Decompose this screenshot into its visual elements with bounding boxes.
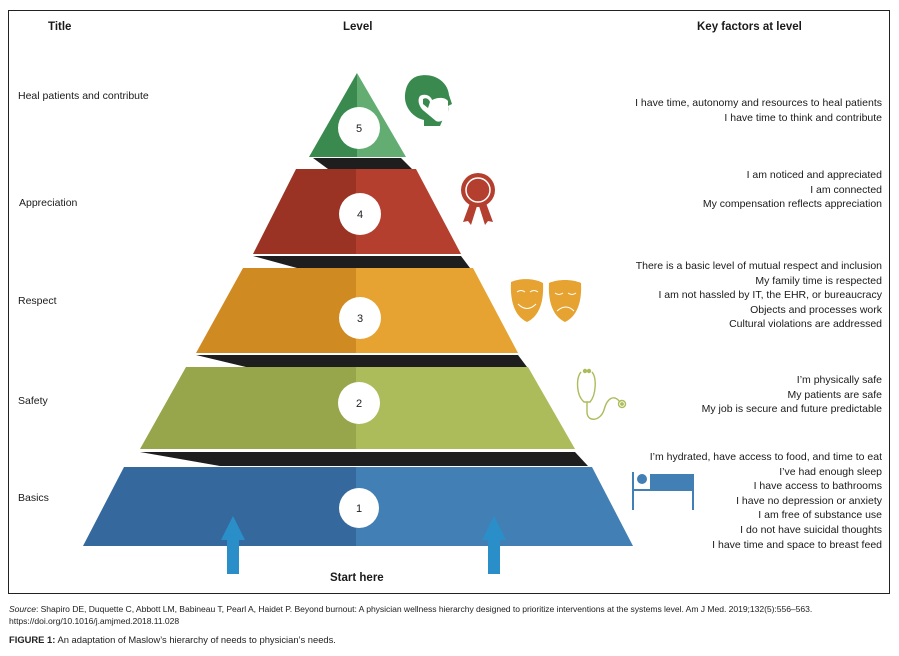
level-3-right [356,268,518,353]
shadow-5 [313,158,412,169]
level-4-title: Appreciation [19,197,78,209]
column-header-level: Level [343,21,373,33]
level-1-number: 1 [356,503,362,515]
pyramid-diagram: 5 4 3 2 1 [83,73,694,574]
column-header-title: Title [48,21,72,33]
level-2-title: Safety [18,395,48,407]
level-4-number-badge: 4 [339,193,381,235]
factor-item: Objects and processes work [750,303,882,316]
factor-item: I’m physically safe [796,374,882,386]
factor-item: I’ve had enough sleep [779,465,882,478]
level-3-factors: There is a basic level of mutual respect… [636,259,882,332]
level-3-title: Respect [18,295,57,307]
up-arrow-icon [221,516,245,574]
factor-item: I am free of substance use [758,509,882,522]
factor-item: My job is secure and future predictable [701,403,882,416]
level-3-left [196,268,356,353]
level-1-title: Basics [18,492,49,504]
figure-caption: FIGURE 1: An adaptation of Maslow’s hier… [9,634,336,645]
shadow-4 [253,256,470,268]
caption-text: An adaptation of Maslow’s hierarchy of n… [55,634,336,645]
level-5-number-badge: 5 [338,107,380,149]
factor-item: I do not have suicidal thoughts [740,523,882,536]
level-1-number-badge: 1 [339,488,379,528]
level-1-left [83,467,356,546]
up-arrow-icon [482,516,506,574]
masked-face-icon [404,75,452,126]
shadow-3 [196,355,527,367]
start-here-label: Start here [330,572,384,584]
source-label: Source [9,604,36,614]
level-5-factors: I have time, autonomy and resources to h… [635,96,882,125]
level-4-left [253,169,356,254]
level-4-right [356,169,461,254]
level-4-factors: I am noticed and appreciated I am connec… [703,168,882,212]
level-1-factors: I’m hydrated, have access to food, and t… [650,450,882,552]
level-2-left [140,367,356,449]
stethoscope-icon [576,368,627,420]
factor-item: I have time and space to breast feed [712,538,882,551]
factor-item: My compensation reflects appreciation [702,198,882,211]
source-text: : Shapiro DE, Duquette C, Abbott LM, Bab… [9,604,813,626]
level-1-right [356,467,633,546]
factor-item: Cultural violations are addressed [729,318,882,331]
figure-frame [8,10,890,594]
factor-item: I have access to bathrooms [753,480,882,493]
level-2-right [356,367,575,449]
source-citation: Source: Shapiro DE, Duquette C, Abbott L… [9,603,897,627]
level-3-number-badge: 3 [339,297,381,339]
level-5-title: Heal patients and contribute [18,90,149,102]
factor-item: My family time is respected [755,274,882,287]
shadow-2 [140,452,588,466]
factor-item: I have time to think and contribute [724,111,882,124]
factor-item: I’m hydrated, have access to food, and t… [649,451,882,463]
level-3-number: 3 [357,313,363,325]
column-header-key-factors: Key factors at level [697,21,802,33]
level-2-number-badge: 2 [338,382,380,424]
factor-item: I am noticed and appreciated [746,169,882,181]
level-2-number: 2 [356,398,362,410]
factor-item: I am connected [810,183,882,196]
award-ribbon-icon [461,173,495,225]
factor-item: There is a basic level of mutual respect… [635,260,882,272]
factor-item: I have no depression or anxiety [736,494,882,507]
factor-item: My patients are safe [787,388,882,401]
bed-icon [632,472,694,510]
factor-item: I have time, autonomy and resources to h… [635,97,882,109]
factor-item: I am not hassled by IT, the EHR, or bure… [658,289,882,302]
level-4-number: 4 [357,209,363,221]
caption-label: FIGURE 1: [9,634,56,645]
level-2-factors: I’m physically safe My patients are safe… [702,373,882,417]
level-5-number: 5 [356,123,362,135]
theater-masks-icon [510,279,582,322]
